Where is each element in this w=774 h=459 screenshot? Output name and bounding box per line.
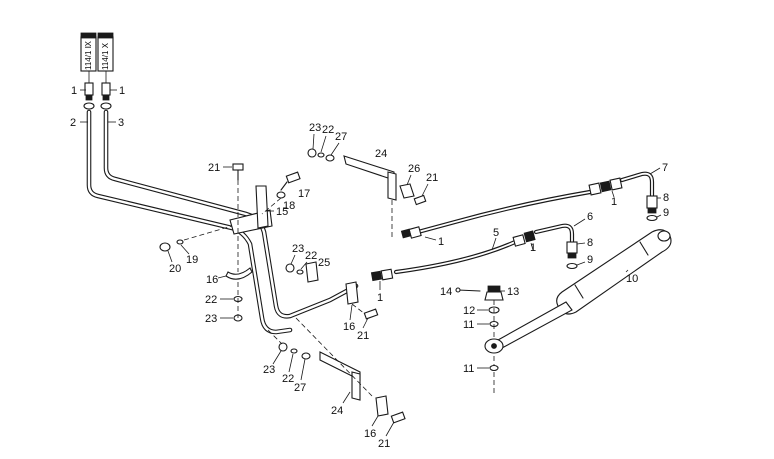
hose-tag-left: 114/1 Ⅸ xyxy=(80,32,97,72)
washer-22-lower xyxy=(290,348,298,354)
nut-20 xyxy=(159,242,171,252)
clamp-16-left xyxy=(225,267,253,280)
pipe-bend-7 xyxy=(619,171,655,199)
label-24-b: 24 xyxy=(331,405,343,417)
coupling-lower-right xyxy=(512,230,536,247)
bracket-24-upper xyxy=(343,155,397,201)
washer-11-lower xyxy=(489,364,499,372)
label-21-c: 21 xyxy=(357,330,369,342)
banjo-fitting-8-middle xyxy=(566,241,578,259)
label-14: 14 xyxy=(440,286,452,298)
hydraulic-cylinder-10 xyxy=(484,229,672,354)
label-26: 26 xyxy=(408,163,420,175)
label-21-d: 21 xyxy=(378,438,390,450)
label-3: 3 xyxy=(118,117,124,129)
label-16-b: 16 xyxy=(343,321,355,333)
hose-lower-5 xyxy=(393,239,518,275)
label-15: 15 xyxy=(276,206,288,218)
label-23-a: 23 xyxy=(205,313,217,325)
label-22-c: 22 xyxy=(305,250,317,262)
clamp-26 xyxy=(399,183,415,199)
nut-23-upper xyxy=(307,148,317,158)
bracket-24-lower xyxy=(319,351,361,401)
hose-tag-right-text: 114/1 Ⅹ xyxy=(101,42,110,70)
seal-ring-right xyxy=(100,102,112,110)
bracket-15 xyxy=(229,185,273,235)
washer-19 xyxy=(176,239,184,245)
label-1-lower-left: 1 xyxy=(377,292,383,304)
callout-labels: 1 1 2 3 21 17 18 15 20 19 16 22 23 23 22… xyxy=(70,85,669,450)
pipe-2 xyxy=(86,109,293,335)
label-23-d: 23 xyxy=(263,364,275,376)
label-18: 18 xyxy=(283,200,295,212)
label-7: 7 xyxy=(662,162,668,174)
washer-22-middle xyxy=(296,269,304,275)
label-10: 10 xyxy=(626,273,638,285)
clamp-25 xyxy=(305,261,319,283)
hose-tag-left-text: 114/1 Ⅸ xyxy=(84,40,93,70)
cotter-pin-14 xyxy=(455,287,481,293)
label-11-upper: 11 xyxy=(463,319,474,331)
label-1-upper-right: 1 xyxy=(611,196,617,208)
label-9-middle: 9 xyxy=(587,254,593,266)
label-1-mid-upper: 1 xyxy=(438,236,444,248)
label-8-right: 8 xyxy=(663,192,669,204)
washer-9-middle xyxy=(566,262,578,270)
bolt-21-middle xyxy=(363,308,379,320)
label-23-b: 23 xyxy=(309,122,321,134)
label-17: 17 xyxy=(298,188,310,200)
castle-nut-13 xyxy=(484,285,504,301)
label-6: 6 xyxy=(587,211,593,223)
label-23-c: 23 xyxy=(292,243,304,255)
label-8-middle: 8 xyxy=(587,237,593,249)
bolt-21-upper xyxy=(413,194,427,206)
label-22-d: 22 xyxy=(282,373,294,385)
washer-22-upper xyxy=(317,152,325,158)
coupling-lower-left xyxy=(370,268,394,282)
nut-23-middle xyxy=(285,263,295,273)
label-11-lower: 11 xyxy=(463,363,474,375)
label-21-b: 21 xyxy=(426,172,438,184)
label-1-top-left: 1 xyxy=(71,85,77,97)
hose-upper xyxy=(415,189,593,235)
washer-27-upper xyxy=(325,154,335,162)
screw-17 xyxy=(280,171,301,191)
label-2: 2 xyxy=(70,117,76,129)
bolt-21-top-left xyxy=(232,163,244,181)
label-1-mid-lower: 1 xyxy=(530,242,536,254)
label-13: 13 xyxy=(507,286,519,298)
label-27-b: 27 xyxy=(294,382,306,394)
coupling-upper-right xyxy=(588,177,623,196)
fitting-top-left xyxy=(84,82,94,101)
fitting-top-right xyxy=(101,82,111,101)
pipe-3 xyxy=(103,109,359,319)
label-20: 20 xyxy=(169,263,181,275)
bolt-21-lower xyxy=(390,411,406,424)
clamp-16-middle xyxy=(345,281,359,305)
label-22-a: 22 xyxy=(205,294,217,306)
label-21-a: 21 xyxy=(208,162,220,174)
washer-9-right xyxy=(646,214,658,222)
label-27-a: 27 xyxy=(335,131,347,143)
hose-tag-right: 114/1 Ⅹ xyxy=(97,32,114,72)
label-12: 12 xyxy=(463,305,475,317)
label-19: 19 xyxy=(186,254,198,266)
label-9-right: 9 xyxy=(663,207,669,219)
label-22-b: 22 xyxy=(322,124,334,136)
label-5: 5 xyxy=(493,227,499,239)
washer-18 xyxy=(276,191,286,199)
seal-ring-left xyxy=(83,102,95,110)
coupling-upper-mid xyxy=(400,226,422,239)
clamp-16-lower xyxy=(375,395,389,417)
label-24-a: 24 xyxy=(375,148,387,160)
banjo-fitting-8-right xyxy=(646,195,658,214)
pipe-bend-6 xyxy=(533,223,575,245)
washer-27-lower xyxy=(301,352,311,360)
label-16-c: 16 xyxy=(364,428,376,440)
nut-23-lower xyxy=(278,342,288,352)
label-1-top-right: 1 xyxy=(119,85,125,97)
label-16-a: 16 xyxy=(206,274,218,286)
label-25: 25 xyxy=(318,257,330,269)
